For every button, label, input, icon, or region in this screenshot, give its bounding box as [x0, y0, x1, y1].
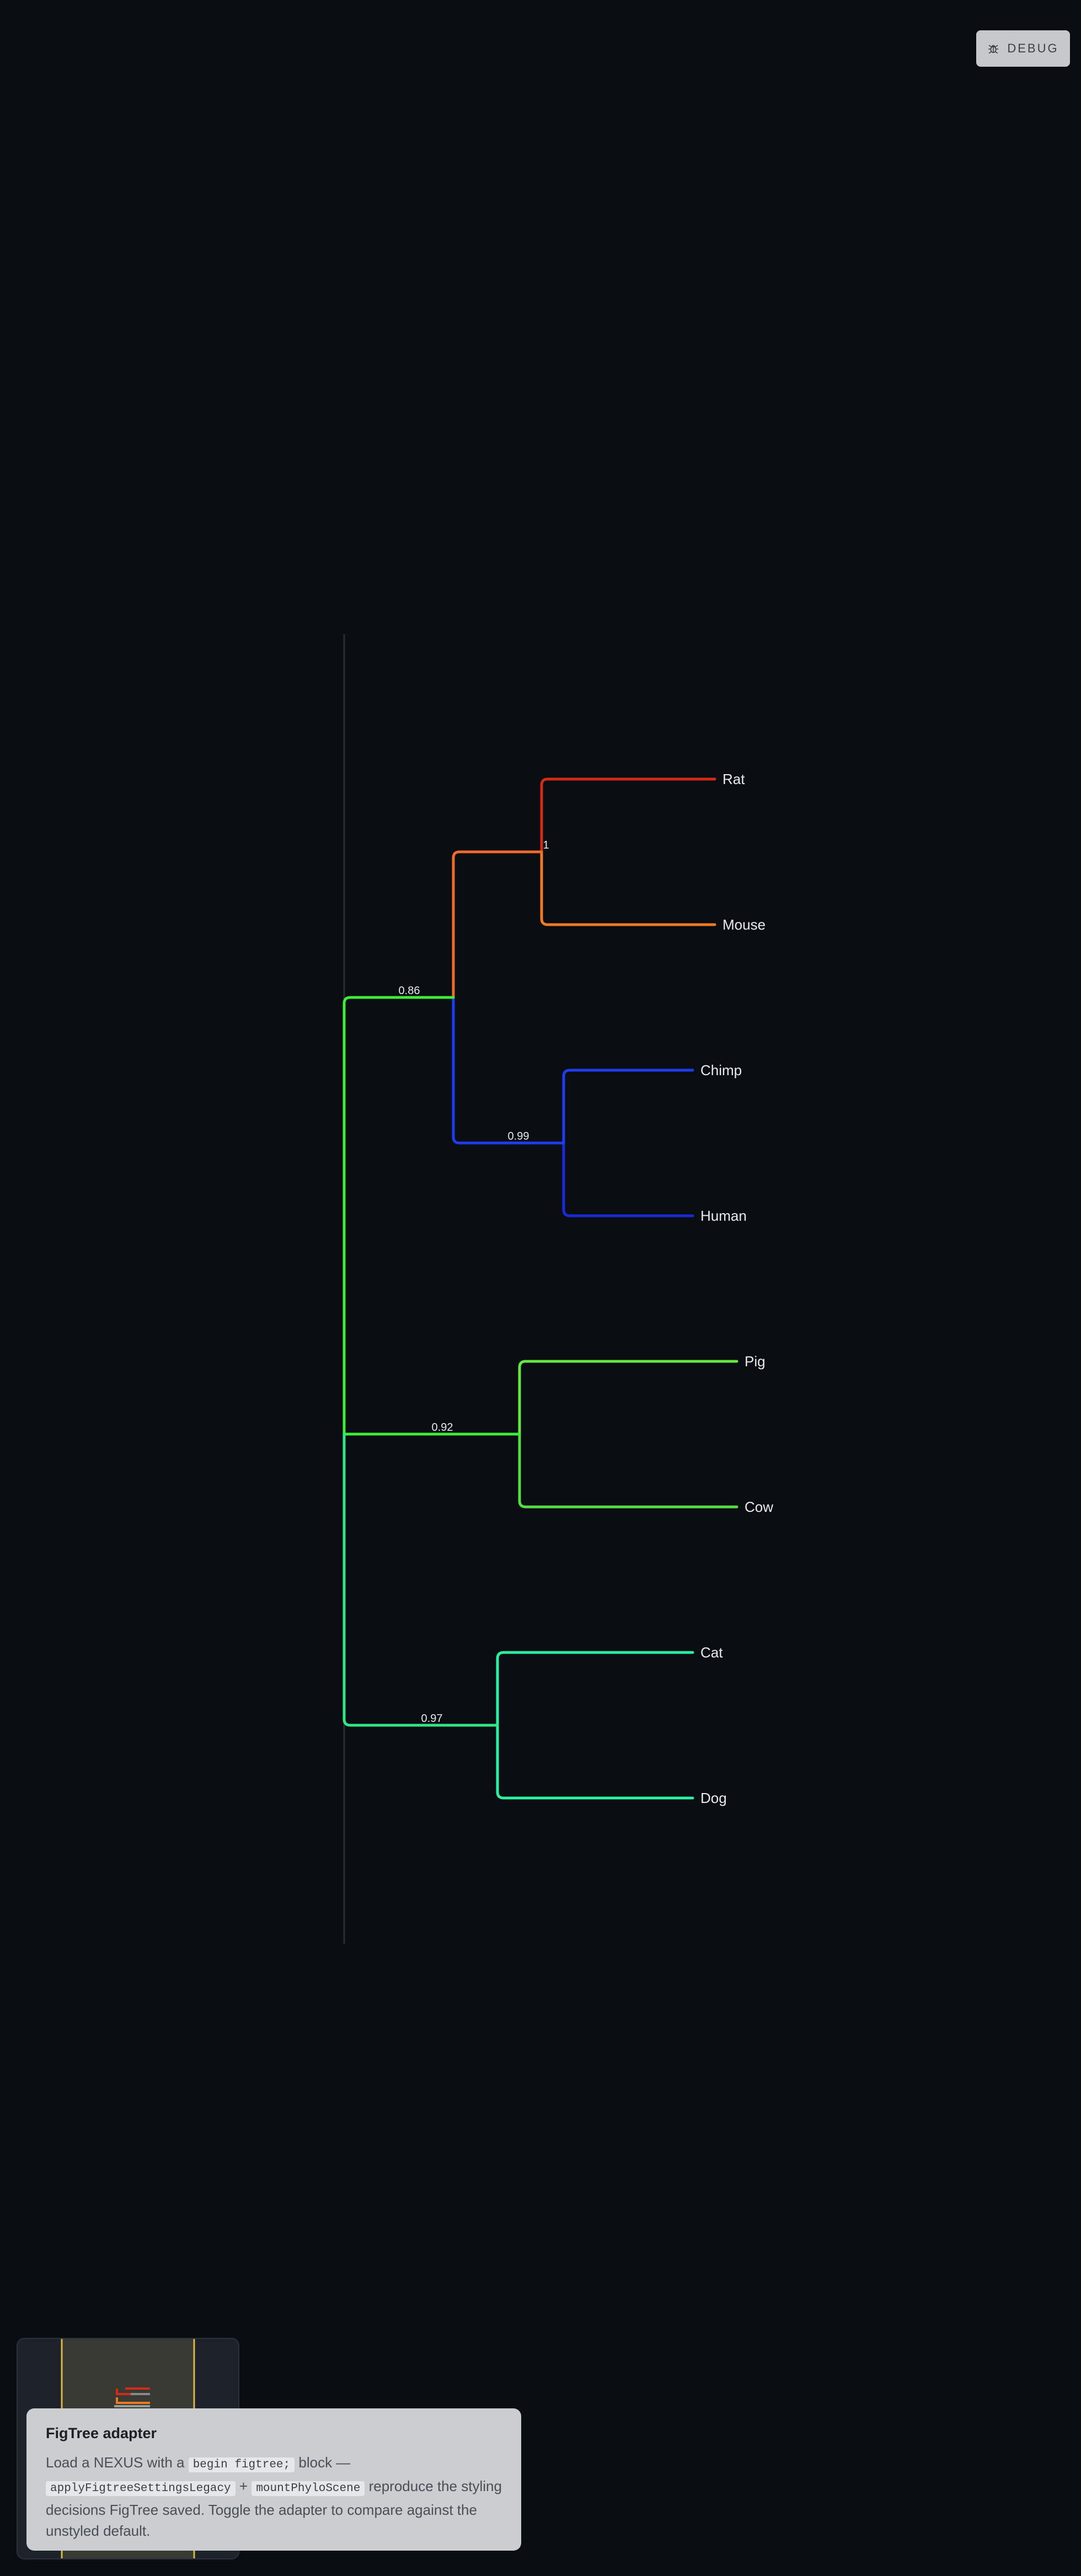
info-card-body: Load a NEXUS with a begin figtree; block… — [46, 2452, 502, 2541]
support-label-carnivores: 0.97 — [421, 1713, 443, 1725]
branch-cat — [496, 1651, 694, 1727]
branch-chimp — [562, 1069, 694, 1145]
tip-label-mouse: Mouse — [723, 916, 766, 933]
branch-euarchontoglires — [343, 996, 455, 1436]
info-text: + — [239, 2478, 248, 2494]
info-text: reproduce the styling decisions FigTree … — [46, 2478, 502, 2539]
branch-cow — [518, 1432, 738, 1509]
debug-button[interactable]: DEBUG — [976, 30, 1070, 67]
support-label-euarchontoglires: 0.86 — [399, 985, 420, 997]
support-label-rodents: 1 — [543, 839, 549, 851]
branch-human — [562, 1141, 694, 1217]
branch-rodent-clade — [452, 850, 543, 999]
code-snippet: begin figtree; — [188, 2457, 295, 2472]
branch-mouse — [540, 850, 716, 926]
branch-pig — [518, 1360, 738, 1436]
support-label-artiodactyls: 0.92 — [432, 1421, 453, 1434]
tip-label-cow: Cow — [745, 1499, 773, 1515]
branch-dog — [496, 1724, 694, 1800]
bug-icon — [988, 45, 999, 54]
tip-label-pig: Pig — [745, 1353, 766, 1370]
code-snippet: mountPhyloScene — [251, 2481, 365, 2496]
tip-label-cat: Cat — [700, 1644, 723, 1661]
tip-label-chimp: Chimp — [700, 1062, 742, 1078]
tip-label-rat: Rat — [723, 771, 745, 787]
info-text: Load a NEXUS with a — [46, 2454, 185, 2471]
branch-carnivore-stem — [343, 1432, 499, 1727]
code-snippet: applyFigtreeSettingsLegacy — [46, 2481, 236, 2496]
debug-button-label: DEBUG — [1007, 41, 1059, 55]
branch-primate-clade — [452, 996, 565, 1145]
tip-label-human: Human — [700, 1208, 747, 1224]
support-label-primates: 0.99 — [508, 1130, 529, 1142]
tip-label-dog: Dog — [700, 1790, 727, 1806]
adapter-info-card: FigTree adapter Load a NEXUS with a begi… — [26, 2408, 521, 2551]
info-card-title: FigTree adapter — [46, 2425, 157, 2441]
branch-rat — [540, 777, 716, 854]
info-text: block — — [298, 2454, 351, 2471]
